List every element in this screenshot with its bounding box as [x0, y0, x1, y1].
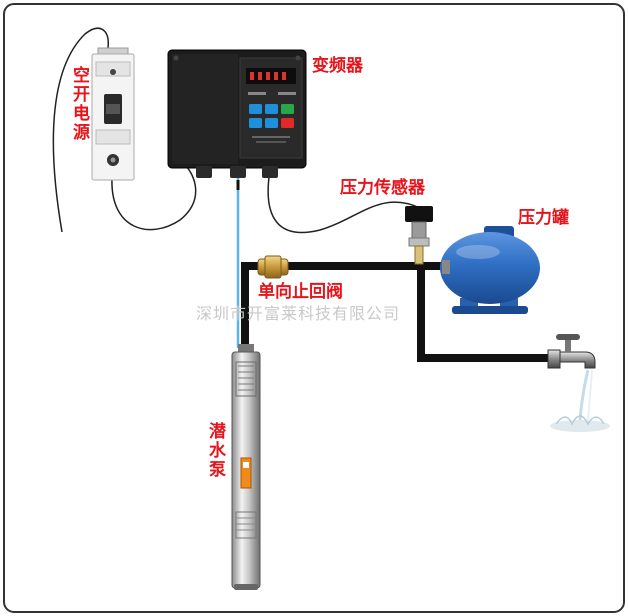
label-submersible-pump: 潜水泵 [205, 422, 225, 479]
label-pressure-tank: 压力罐 [518, 208, 569, 228]
valve-icon [257, 255, 289, 279]
label-power-switch: 空开电源 [69, 66, 89, 142]
watermark: 深圳市开富莱科技有限公司 [196, 304, 401, 323]
label-pressure-sensor: 压力传感器 [340, 178, 425, 198]
pump-icon [231, 344, 261, 590]
water-pipes [241, 262, 552, 362]
tank-icon [440, 226, 540, 314]
label-check-valve: 单向止回阀 [258, 282, 343, 302]
control-box-icon [167, 49, 307, 178]
water-splash-icon [550, 369, 610, 432]
faucet-icon [547, 334, 596, 369]
label-inverter: 变频器 [312, 56, 363, 76]
sensor-icon [405, 206, 433, 265]
outer-frame [3, 3, 625, 613]
power-cables [52, 27, 421, 234]
breaker-icon [91, 47, 135, 181]
